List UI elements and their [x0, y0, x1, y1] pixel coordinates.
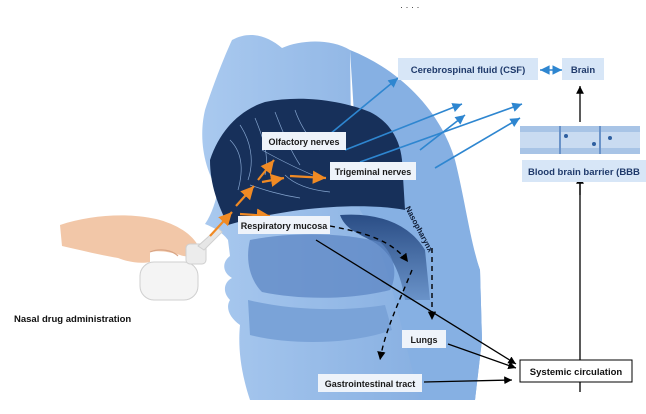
spray-bottle — [140, 262, 198, 300]
hand — [60, 215, 200, 262]
csf-label: Cerebrospinal fluid (CSF) — [411, 65, 526, 76]
nasal-admin-label: Nasal drug administration — [14, 314, 131, 325]
respiratory-label: Respiratory mucosa — [241, 221, 329, 231]
nasal-cavity — [210, 99, 405, 225]
lungs-label: Lungs — [411, 335, 438, 345]
hand-spray-illustration — [60, 215, 222, 300]
olfactory-label: Olfactory nerves — [268, 137, 339, 147]
gi-tract-label: Gastrointestinal tract — [325, 379, 416, 389]
header-fragment: · · · · — [400, 2, 420, 12]
systemic-label: Systemic circulation — [530, 367, 623, 378]
bbb-label: Blood brain barrier (BBB — [528, 167, 640, 178]
trigeminal-label: Trigeminal nerves — [335, 167, 412, 177]
brain-label: Brain — [571, 65, 595, 76]
bbb-graphic — [520, 126, 640, 154]
